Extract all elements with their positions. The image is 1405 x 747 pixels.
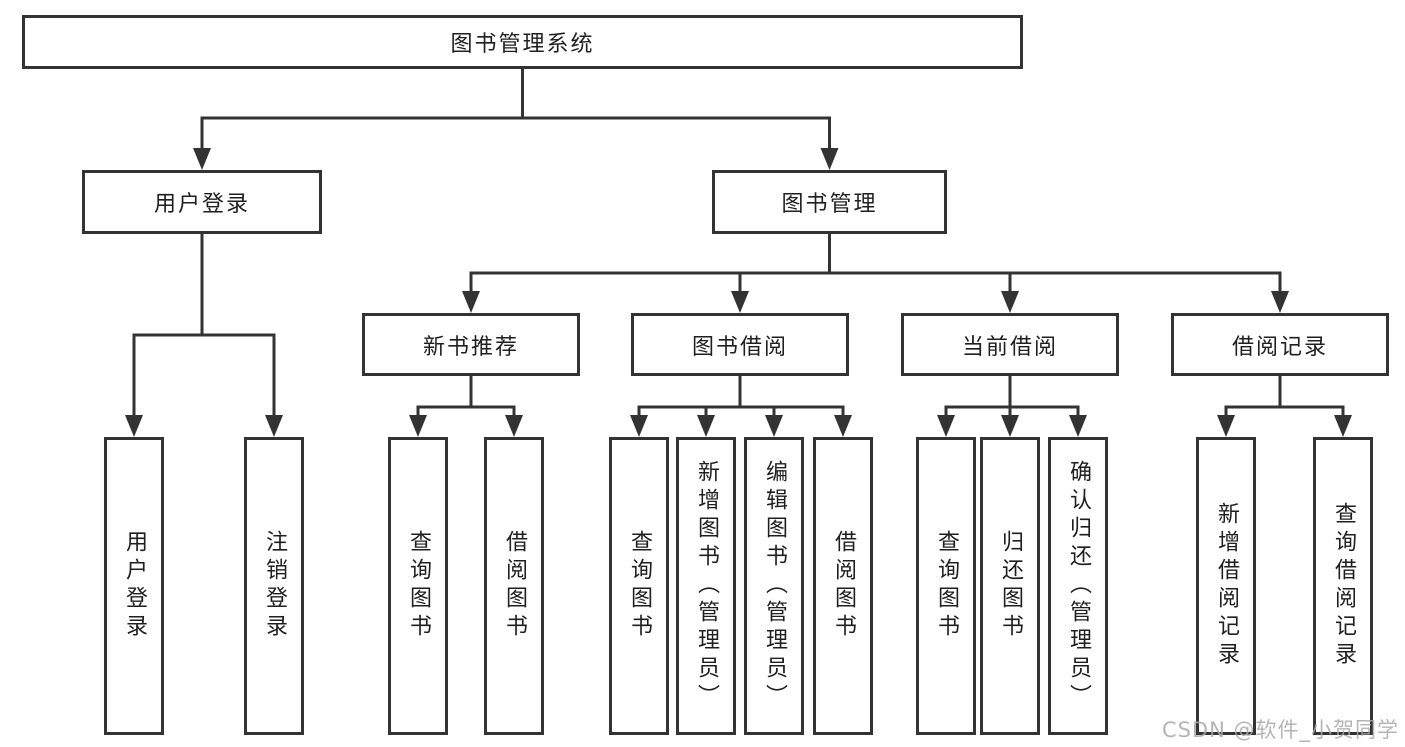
leaf-user-login: 用户登录 <box>104 437 164 735</box>
node-new-book-recommendation: 新书推荐 <box>362 313 580 376</box>
node-current-borrowing: 当前借阅 <box>901 313 1119 376</box>
node-book-management-system: 图书管理系统 <box>22 15 1023 69</box>
leaf-query-books-recommend: 查询图书 <box>388 437 448 735</box>
leaf-borrow-books-borrowing: 借阅图书 <box>813 437 873 735</box>
node-book-management: 图书管理 <box>712 170 947 234</box>
leaf-query-books-borrowing: 查询图书 <box>609 437 669 735</box>
node-borrowing-records: 借阅记录 <box>1171 313 1389 376</box>
leaf-query-books-current: 查询图书 <box>916 437 976 735</box>
leaf-add-borrow-record: 新增借阅记录 <box>1196 437 1256 735</box>
leaf-edit-books-admin: 编辑图书（管理员） <box>744 437 804 735</box>
csdn-watermark: CSDN @软件_小贺同学 <box>1161 718 1399 742</box>
leaf-logout: 注销登录 <box>244 437 304 735</box>
leaf-query-borrow-record: 查询借阅记录 <box>1313 437 1373 735</box>
leaf-confirm-return-admin: 确认归还（管理员） <box>1048 437 1108 735</box>
node-book-borrowing: 图书借阅 <box>631 313 849 376</box>
leaf-add-books-admin: 新增图书（管理员） <box>676 437 736 735</box>
leaf-return-books: 归还图书 <box>980 437 1040 735</box>
node-user-login: 用户登录 <box>82 170 322 234</box>
leaf-borrow-books-recommend: 借阅图书 <box>484 437 544 735</box>
